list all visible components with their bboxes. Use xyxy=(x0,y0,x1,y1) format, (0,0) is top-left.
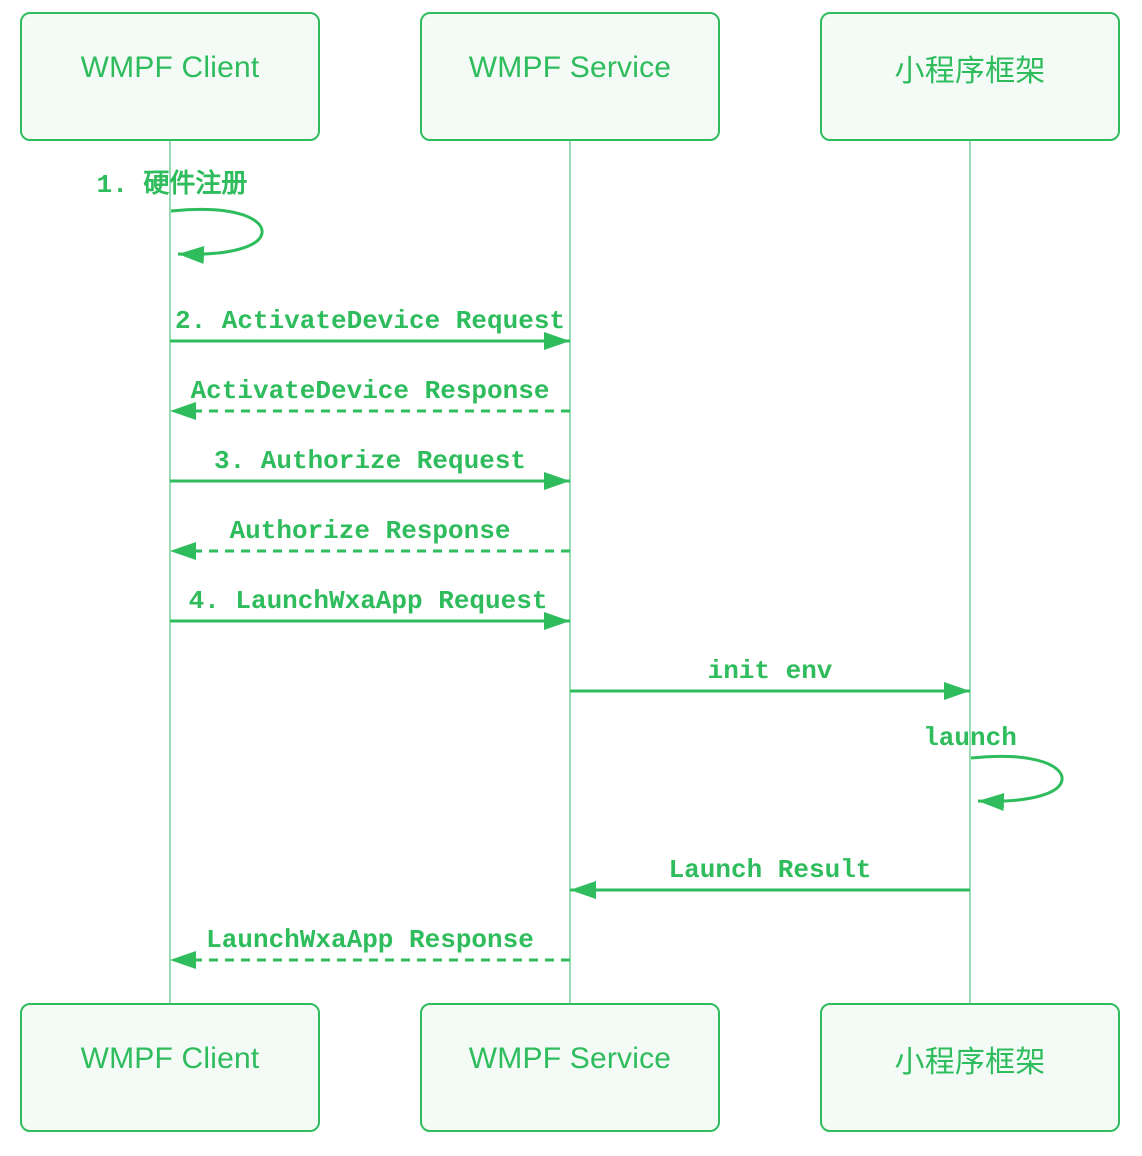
actor-wmpf-client-top: WMPF Client xyxy=(20,12,320,141)
actor-wmpf-client-bottom: WMPF Client xyxy=(20,1003,320,1132)
message-label-hardware-register: 1. 硬件注册 xyxy=(96,170,248,200)
actor-label: 小程序框架 xyxy=(894,54,1046,88)
message-label-authorize-response: Authorize Response xyxy=(229,516,511,546)
actor-wmpf-service-bottom: WMPF Service xyxy=(420,1003,720,1132)
actor-mini-program-framework-bottom: 小程序框架 xyxy=(820,1003,1120,1132)
arrow-launch-self-loop xyxy=(970,754,1064,811)
message-label-activatedevice-request: 2. ActivateDevice Request xyxy=(174,306,566,336)
message-label-init-env: init env xyxy=(707,656,833,686)
message-label-authorize-request: 3. Authorize Request xyxy=(213,446,527,476)
actor-label: 小程序框架 xyxy=(894,1045,1046,1079)
actor-label: WMPF Client xyxy=(80,1041,260,1075)
message-label-launch-result: Launch Result xyxy=(668,855,872,885)
arrow-hardware-register-self-loop xyxy=(170,207,264,264)
actor-label: WMPF Service xyxy=(468,1041,672,1075)
actor-label: WMPF Service xyxy=(468,50,672,84)
actor-wmpf-service-top: WMPF Service xyxy=(420,12,720,141)
message-label-launch: launch xyxy=(923,723,1017,753)
message-label-launchwxaapp-response: LaunchWxaApp Response xyxy=(206,925,534,955)
message-label-launchwxaapp-request: 4. LaunchWxaApp Request xyxy=(188,586,548,616)
message-label-activatedevice-response: ActivateDevice Response xyxy=(190,376,550,406)
actor-mini-program-framework-top: 小程序框架 xyxy=(820,12,1120,141)
actor-label: WMPF Client xyxy=(80,50,260,84)
